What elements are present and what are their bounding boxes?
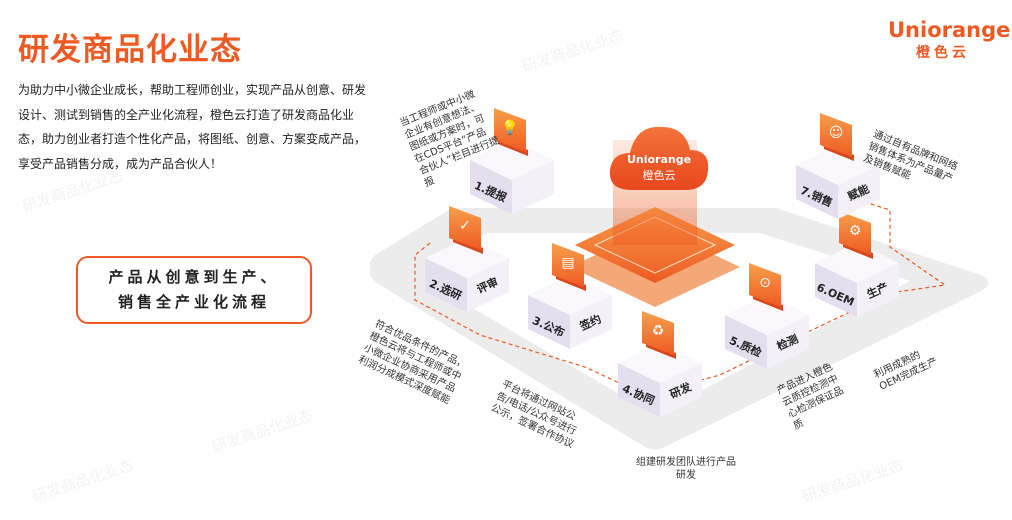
- step-box-right: [570, 295, 612, 349]
- inspection-icon: ⊙: [759, 275, 771, 291]
- step-2: ✓2.选研评审: [425, 206, 509, 312]
- recycle-icon: ♻: [652, 323, 665, 339]
- step-box-left: [528, 295, 570, 349]
- icon-tile: [552, 243, 584, 287]
- icon-tile: [494, 108, 526, 152]
- icon-tile: [820, 113, 852, 157]
- step-box-top: [796, 145, 880, 185]
- step-box-right: [660, 363, 702, 417]
- icon-tile: [839, 211, 871, 255]
- step-box-left: [725, 315, 767, 369]
- process-diagram: Uniorange 橙色云 💡1.提报✓2.选研评审▤3.公布签约♻4.协同研发…: [370, 108, 989, 450]
- step-box-right: [838, 165, 880, 219]
- step-box-top: [815, 243, 899, 283]
- step-box-left: [425, 258, 467, 312]
- document-icon: ▤: [561, 255, 574, 271]
- step-box-left: [618, 363, 660, 417]
- step-box-right: [767, 315, 809, 369]
- step-box-right: [512, 160, 554, 214]
- step-4: ♻4.协同研发: [618, 311, 702, 417]
- team-icon: ☺: [829, 125, 844, 141]
- step-3: ▤3.公布签约: [528, 243, 612, 349]
- brand-logo: Uniorange 橙色云: [888, 18, 1011, 62]
- icon-tile: [642, 311, 674, 355]
- page-title: 研发商品化业态: [18, 32, 242, 68]
- step-box-top: [470, 140, 554, 180]
- intro-paragraph: 为助力中小微企业成长，帮助工程师创业，实现产品从创意、研发设计、测试到销售的全产…: [18, 83, 367, 171]
- logo-chinese-name: 橙色云: [916, 45, 970, 61]
- icon-tile: [449, 206, 481, 250]
- step-box-top: [528, 275, 612, 315]
- watermark: 研发商品化业态: [29, 456, 136, 506]
- gear-icon: ⚙: [849, 223, 862, 239]
- flow-path: [414, 184, 947, 396]
- step-box-right: [857, 263, 899, 317]
- center-chinese-name: 橙色云: [643, 168, 676, 182]
- center-wordmark: Uniorange: [627, 153, 691, 166]
- step-box-top: [618, 343, 702, 383]
- step-box-top: [425, 238, 509, 278]
- step-box-left: [796, 165, 838, 219]
- step-box-left: [815, 263, 857, 317]
- watermark: 研发商品化业态: [209, 406, 316, 456]
- icon-tile: [749, 263, 781, 307]
- check-shield-icon: ✓: [459, 218, 471, 234]
- slogan-line-2: 销售全产业化流程: [117, 293, 270, 311]
- center-cloud: Uniorange 橙色云: [609, 126, 709, 190]
- slogan-line-1: 产品从创意到生产、: [108, 268, 280, 286]
- step-7: ☺7.销售赋能: [796, 113, 880, 219]
- watermark: 研发商品化业态: [519, 26, 626, 76]
- note-step-4: 组建研发团队进行产品研发: [636, 457, 736, 481]
- step-box-top: [725, 295, 809, 335]
- slogan-box: 产品从创意到生产、 销售全产业化流程: [76, 256, 312, 324]
- step-box-right: [467, 258, 509, 312]
- logo-wordmark: Uniorange: [888, 18, 1011, 42]
- lightbulb-icon: 💡: [501, 119, 518, 136]
- step-1: 💡1.提报: [470, 108, 554, 214]
- step-box-left: [470, 160, 512, 214]
- cloud-icon: [609, 126, 709, 190]
